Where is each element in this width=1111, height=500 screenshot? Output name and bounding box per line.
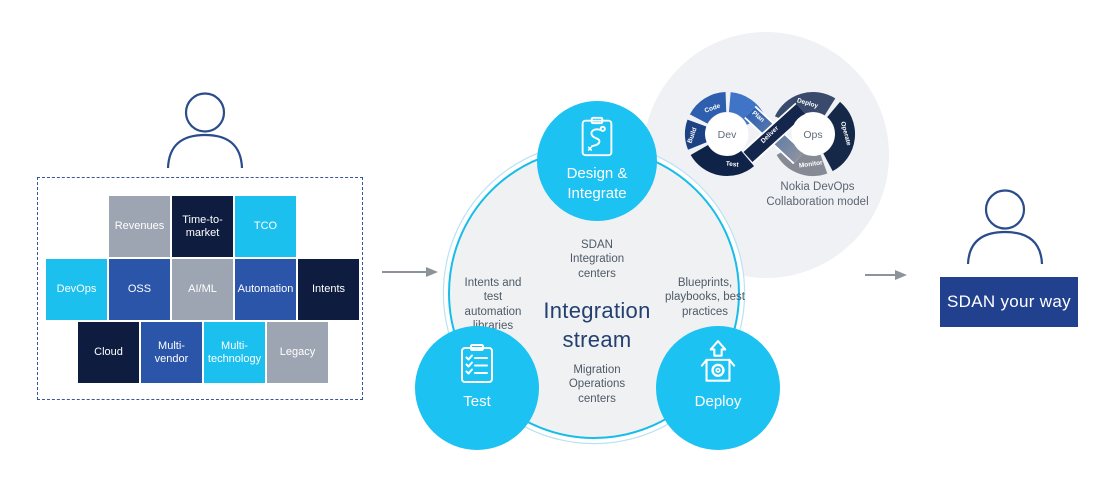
route-clipboard-icon: [581, 116, 613, 157]
person-icon-left: [166, 92, 244, 168]
checklist-clipboard-icon: [461, 344, 493, 383]
monitor-segment-label: Monitor: [799, 159, 824, 169]
tile-cloud: Cloud: [78, 322, 139, 383]
tile-devops: DevOps: [46, 259, 107, 320]
devops-model-caption: Nokia DevOps Collaboration model: [766, 181, 869, 208]
demand-board-frame: [37, 177, 363, 400]
tile-legacy: Legacy: [267, 322, 328, 383]
tile-tco: TCO: [235, 196, 296, 257]
person-icon-right: [966, 189, 1044, 264]
tile-multi-vendor: Multi-vendor: [141, 322, 202, 383]
test-node: Test: [415, 326, 539, 450]
test-segment-label: Test: [725, 160, 739, 168]
outcome-box: SDAN your way: [940, 277, 1078, 327]
tile-oss: OSS: [109, 259, 170, 320]
flow-arrow-left: [382, 267, 438, 277]
deploy-label: Deploy: [694, 393, 742, 410]
migration-centers-label: Migration Operations centers: [568, 364, 626, 405]
sdan-centers-label: SDAN Integration centers: [569, 239, 625, 280]
design-integrate-label: Design & Integrate: [566, 165, 628, 202]
blueprints-label: Blueprints, playbooks, best practices: [665, 277, 745, 318]
test-label: Test: [463, 393, 491, 410]
flow-arrow-right: [865, 270, 907, 280]
tile-time-to-market: Time-to-market: [172, 196, 233, 257]
integration-stream-title: Integration stream: [543, 298, 651, 352]
devops-infinity-diagram: Dev Ops Code Plan Build Test Deliver Dep…: [685, 92, 856, 176]
deploy-node: Deploy: [656, 326, 780, 450]
dev-loop-label: Dev: [718, 129, 737, 141]
tile-multi-technology: Multi-technology: [204, 322, 265, 383]
tile-intents: Intents: [298, 259, 359, 320]
deploy-box-icon: [700, 340, 736, 382]
design-integrate-node: Design & Integrate: [537, 101, 657, 221]
tile-automation: Automation: [235, 259, 296, 320]
tile-revenues: Revenues: [109, 196, 170, 257]
ops-loop-label: Ops: [803, 129, 822, 141]
outcome-label: SDAN your way: [947, 292, 1071, 311]
tile-ai-ml: AI/ML: [172, 259, 233, 320]
